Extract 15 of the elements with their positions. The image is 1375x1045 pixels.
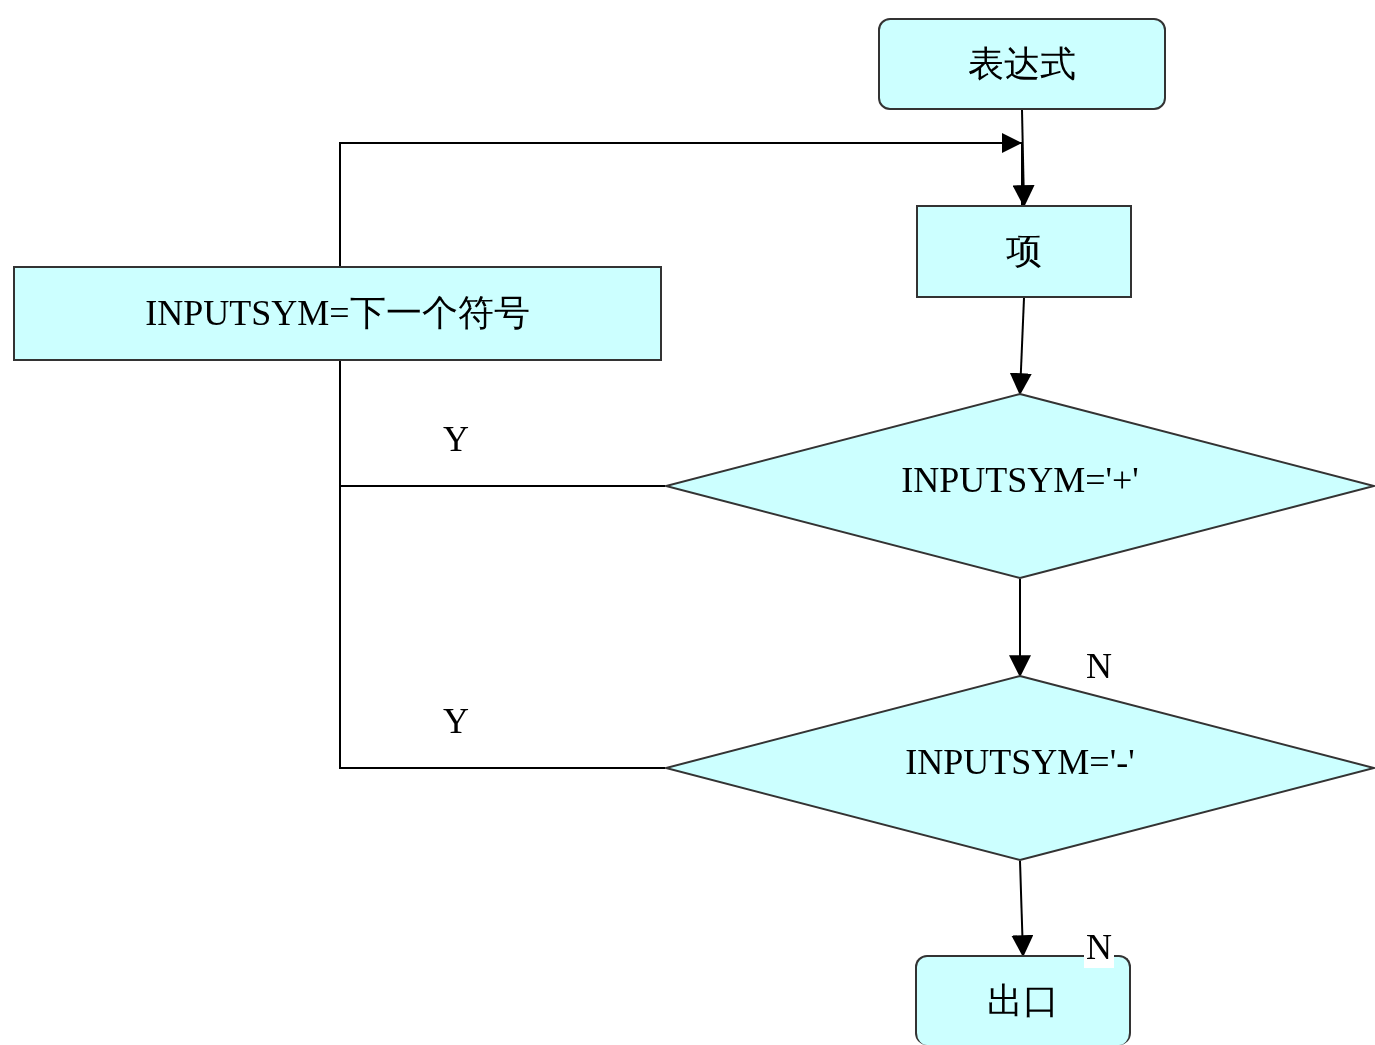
box-text: 出口: [987, 979, 1059, 1023]
arrow: [339, 133, 1023, 267]
arrow: [1009, 578, 1031, 678]
arrow: [1011, 860, 1034, 958]
condition-text: INPUTSYM='+': [901, 459, 1139, 501]
box-text: INPUTSYM=下一个符号: [145, 292, 530, 335]
arrow: [1012, 109, 1035, 208]
process-box: [13, 266, 662, 361]
process-box: [916, 205, 1132, 298]
condition-text: INPUTSYM='-': [905, 741, 1135, 783]
start-box: [878, 18, 1166, 110]
box-text: 表达式: [968, 42, 1076, 86]
box-text: 项: [1006, 230, 1042, 273]
arrow: [1009, 297, 1032, 396]
decision-diamond: [665, 393, 1375, 579]
